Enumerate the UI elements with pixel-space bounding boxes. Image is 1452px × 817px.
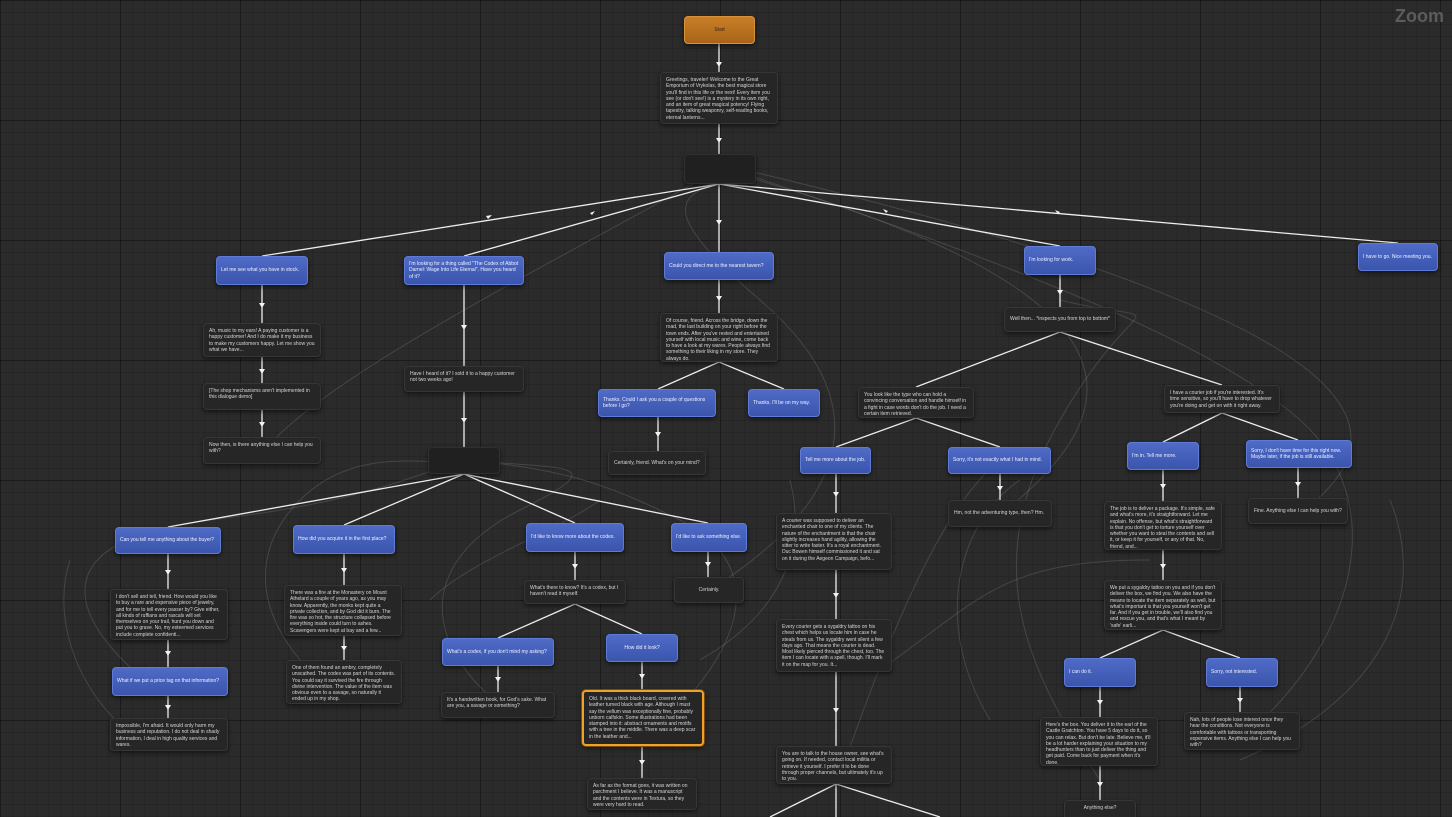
player-option-know-more-codex[interactable]: I'd like to know more about the codex. xyxy=(526,523,624,552)
player-option-whats-a-codex[interactable]: What's a codex, if you don't mind my ask… xyxy=(442,638,554,666)
dialogue-node-here-box[interactable]: Here's the box. You deliver it to the ea… xyxy=(1040,717,1158,766)
dialogue-node-handwritten[interactable]: It's a handwritten book, for God's sake.… xyxy=(441,692,555,718)
player-option-price-tag[interactable]: What if we put a price tag on that infor… xyxy=(112,667,228,696)
dialogue-node-anything-else[interactable]: Anything else? xyxy=(1064,800,1136,817)
dialogue-node-we-put-tattoo[interactable]: We put a sygaldry tattoo on you and if y… xyxy=(1104,580,1222,630)
player-option-tavern[interactable]: Could you direct me to the nearest taver… xyxy=(664,252,774,280)
dialogue-node-courier-job[interactable]: I have a courier job if you're intereste… xyxy=(1164,385,1280,413)
player-option-no-time[interactable]: Sorry, I don't have time for this right … xyxy=(1246,440,1352,468)
start-node[interactable]: Start xyxy=(684,16,755,44)
zoom-label: Zoom xyxy=(1395,6,1444,26)
hub-node-main[interactable] xyxy=(684,154,756,184)
dialogue-node-format[interactable]: As far as the format goes, it was writte… xyxy=(587,778,697,810)
player-option-tell-more-job[interactable]: Tell me more about the job. xyxy=(800,447,871,474)
player-option-how-look[interactable]: How did it look? xyxy=(606,634,678,662)
dialogue-node-whats-there[interactable]: What's there to know? It's a codex, but … xyxy=(524,580,626,604)
player-option-acquire[interactable]: How did you acquire it in the first plac… xyxy=(293,525,395,554)
player-option-thanks-questions[interactable]: Thanks. Could I ask you a couple of ques… xyxy=(598,389,716,417)
player-option-i-can-do-it[interactable]: I can do it. xyxy=(1064,658,1136,687)
dialogue-node-impossible[interactable]: Impossible, I'm afraid. It would only ha… xyxy=(110,718,228,751)
player-option-go[interactable]: I have to go. Nice meeting you. xyxy=(1358,243,1438,271)
dialogue-node-job-is[interactable]: The job is to deliver a package. It's si… xyxy=(1104,501,1222,550)
dialogue-node-certainly[interactable]: Certainly. xyxy=(674,577,744,603)
hub-node-codex[interactable] xyxy=(428,447,500,474)
dialogue-node-heard-of-it[interactable]: Have I heard of it? I sold it to a happy… xyxy=(404,366,524,392)
player-option-ask-else[interactable]: I'd like to ask something else. xyxy=(671,523,747,552)
dialogue-node-talk-house-owner[interactable]: You are to talk to the house owner, see … xyxy=(776,746,892,784)
player-option-not-what-in-mind[interactable]: Sorry, it's not exactly what I had in mi… xyxy=(948,447,1051,474)
dialogue-node-fire[interactable]: There was a fire at the Monastery on Mou… xyxy=(284,585,402,636)
dialogue-node-sygaldry-tattoo[interactable]: Every courier gets a sygaldry tattoo on … xyxy=(776,619,892,672)
player-option-codex[interactable]: I'm looking for a thing called "The Code… xyxy=(404,256,524,285)
dialogue-node-nah-lots[interactable]: Nah, lots of people lose interest once t… xyxy=(1184,712,1300,750)
dialogue-node-of-course[interactable]: Of course, friend. Across the bridge, do… xyxy=(660,313,778,362)
player-option-work[interactable]: I'm looking for work. xyxy=(1024,246,1096,275)
player-option-not-interested[interactable]: Sorry, not interested. xyxy=(1206,658,1278,687)
dialogue-node-dont-sell[interactable]: I don't sell and tell, friend. How would… xyxy=(110,589,228,640)
dialogue-node-music[interactable]: Ah, music to my ears! A paying customer … xyxy=(203,323,321,357)
dialogue-node-well-then[interactable]: Well then... *inspects you from top to b… xyxy=(1004,307,1116,332)
player-option-thanks-go[interactable]: Thanks. I'll be on my way. xyxy=(748,389,820,417)
player-option-im-in[interactable]: I'm in. Tell me more. xyxy=(1127,442,1199,470)
dialogue-node-now-then[interactable]: Now then, is there anything else I can h… xyxy=(203,437,321,464)
dialogue-node-one-of-them[interactable]: One of them found an ambry, completely u… xyxy=(286,660,402,704)
dialogue-node-certainly-mind[interactable]: Certainly, friend. What's on your mind? xyxy=(608,451,706,475)
dialogue-node-hmm-not-adventuring[interactable]: Hm, not the adventuring type, then? Hm. xyxy=(948,500,1052,527)
player-option-stock[interactable]: Let me see what you have in stock. xyxy=(216,256,308,285)
dialogue-node-fine[interactable]: Fine. Anything else I can help you with? xyxy=(1248,498,1348,524)
dialogue-node-old-selected[interactable]: Old. It was a thick black board, covered… xyxy=(582,690,704,746)
dialogue-node-shop-mechanisms[interactable]: [The shop mechanisms aren't implemented … xyxy=(203,383,321,410)
dialogue-node-look-like[interactable]: You look like the type who can hold a co… xyxy=(858,387,974,418)
player-option-buyer[interactable]: Can you tell me anything about the buyer… xyxy=(115,527,221,554)
dialogue-node-greeting[interactable]: Greetings, traveler! Welcome to the Grea… xyxy=(660,72,778,124)
dialogue-node-courier-supposed[interactable]: A courier was supposed to deliver an enc… xyxy=(776,513,892,570)
